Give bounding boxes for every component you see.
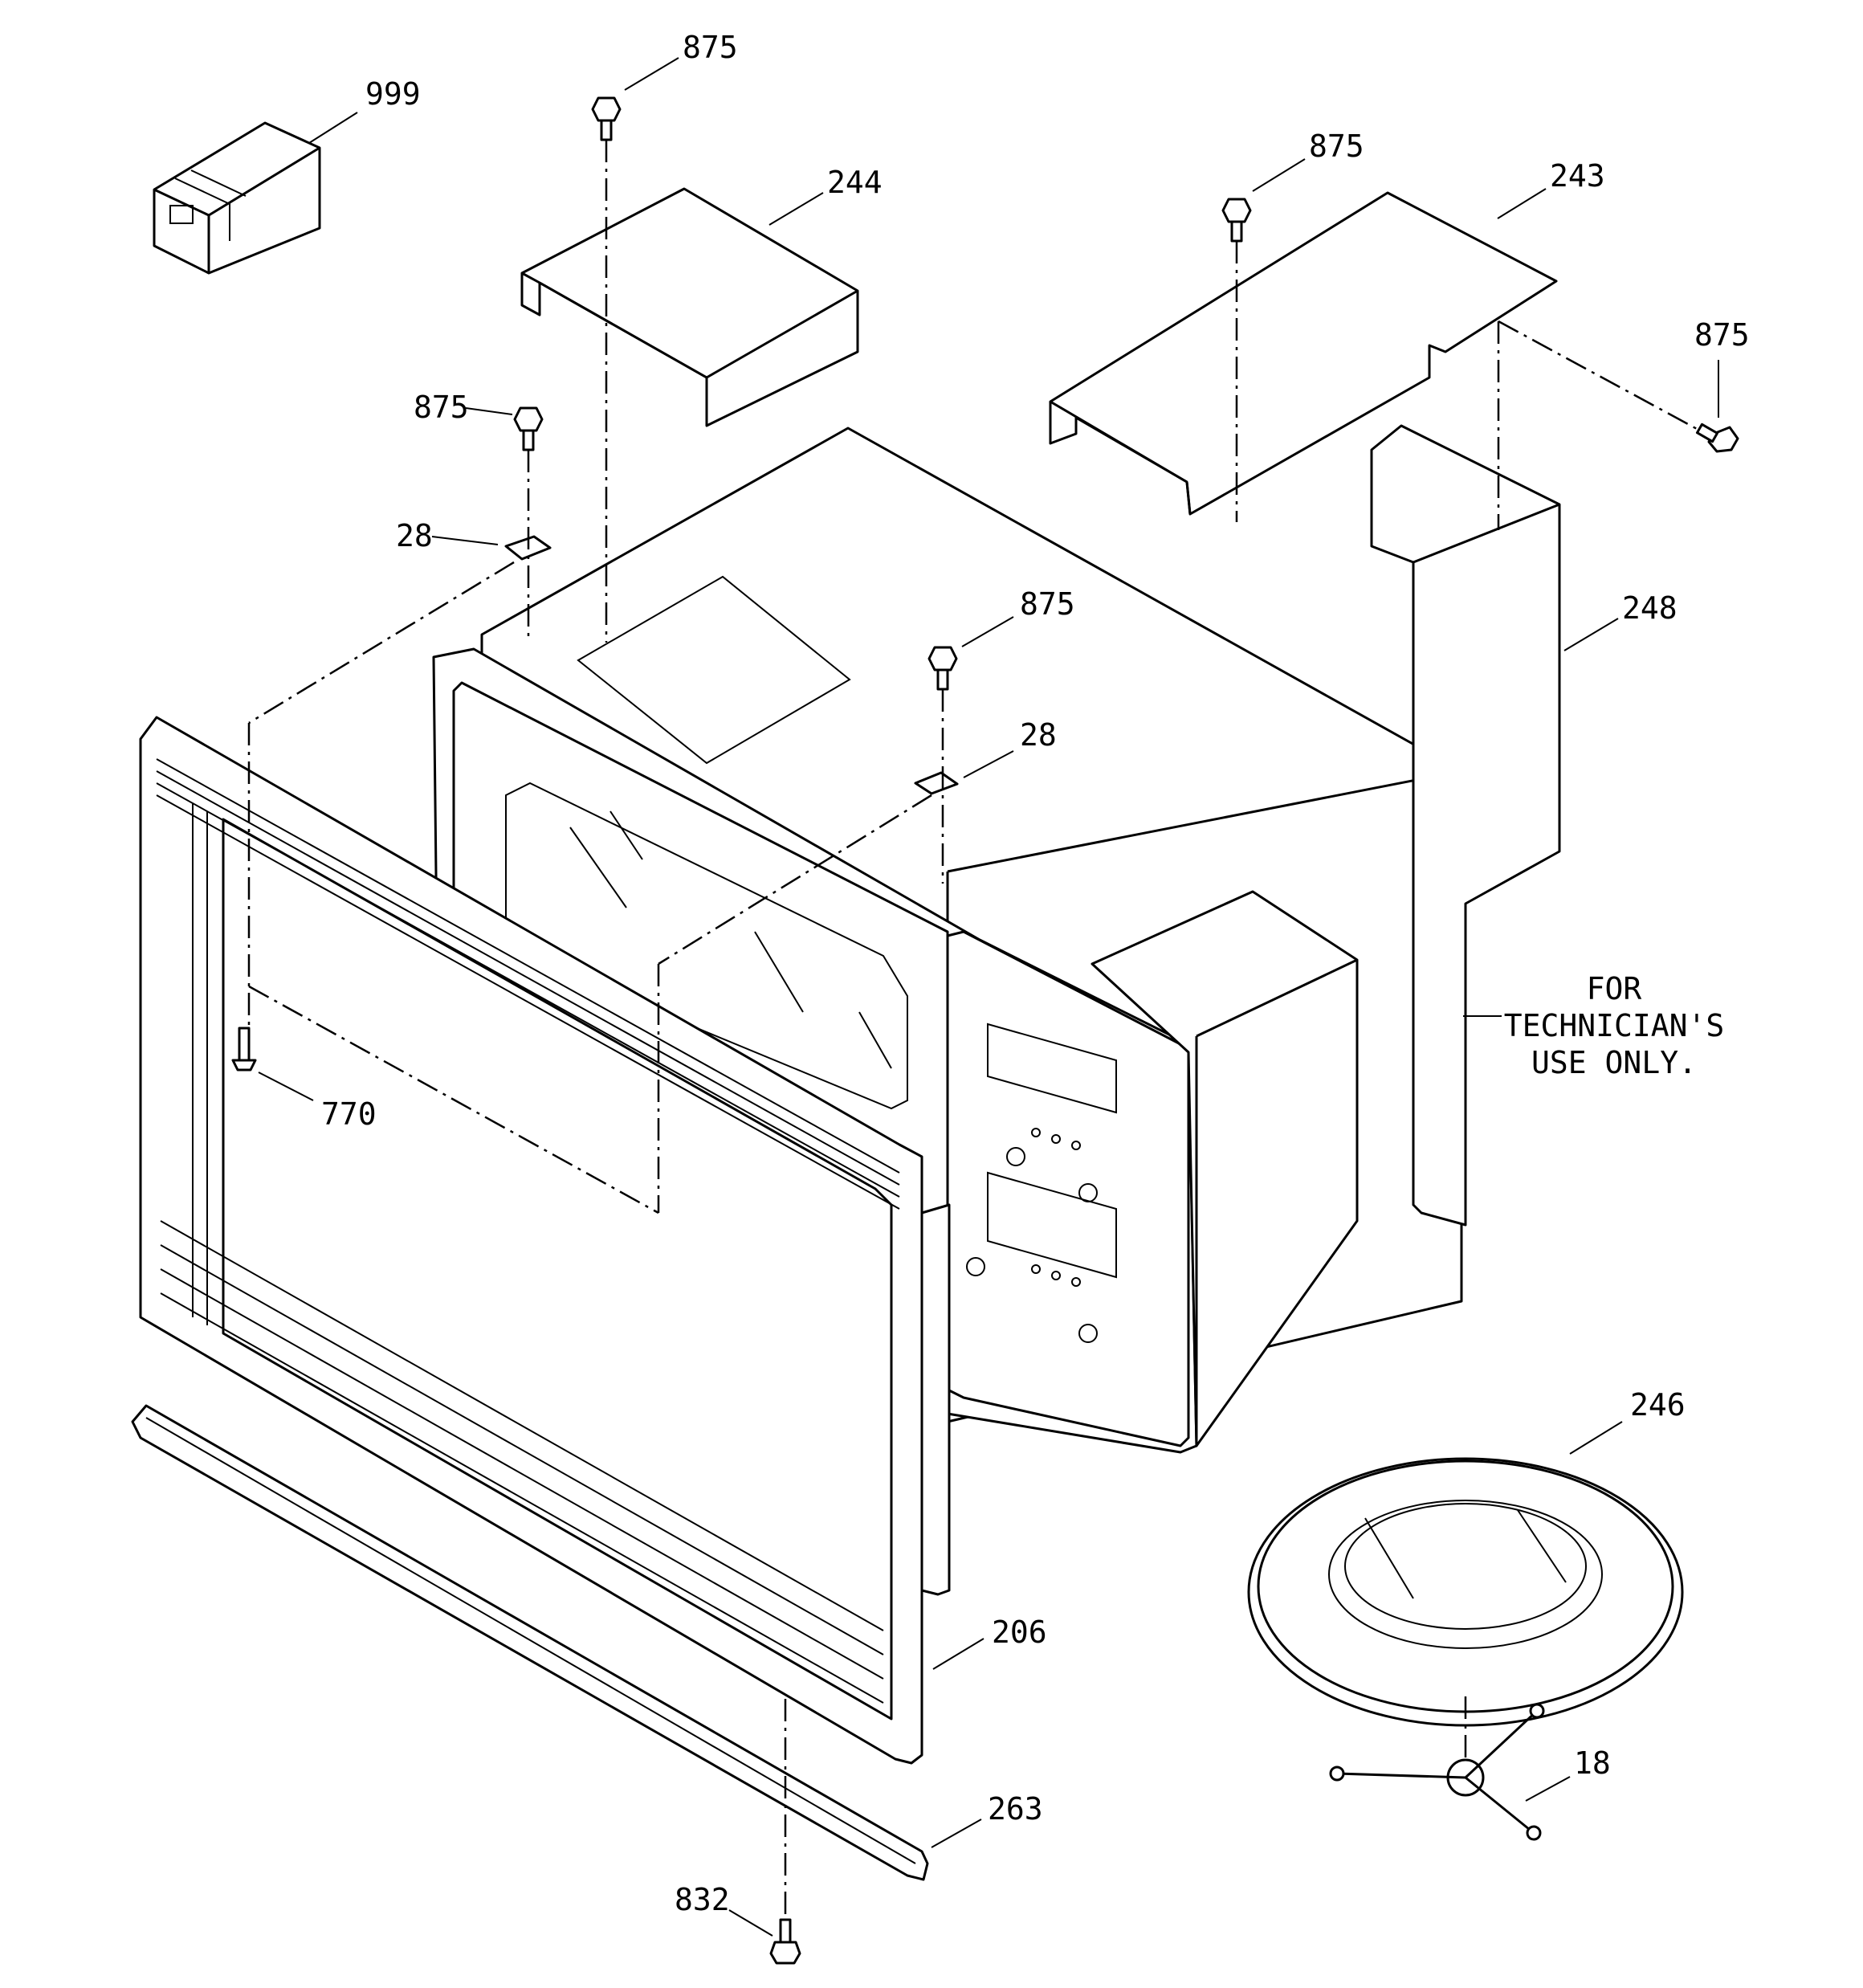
label-875-top-center: 875 bbox=[683, 30, 738, 65]
screw-icon bbox=[769, 1918, 801, 1965]
screw-icon bbox=[513, 406, 544, 451]
trim-frame-206 bbox=[139, 716, 951, 1765]
screw-icon bbox=[1695, 423, 1739, 453]
leader-lines bbox=[258, 57, 1719, 1937]
label-999: 999 bbox=[365, 76, 421, 112]
label-28-left: 28 bbox=[396, 518, 433, 553]
parts-box-999 bbox=[153, 121, 321, 275]
label-770: 770 bbox=[321, 1096, 377, 1132]
label-206: 206 bbox=[992, 1614, 1047, 1650]
label-28-center: 28 bbox=[1020, 717, 1057, 753]
screw-icon bbox=[231, 1027, 257, 1072]
duct-panel-248 bbox=[1370, 424, 1561, 1227]
alignment-lines bbox=[247, 140, 1699, 1920]
roller-coupler-18 bbox=[1329, 1703, 1545, 1841]
label-263: 263 bbox=[988, 1791, 1043, 1827]
turntable-tray-246 bbox=[1247, 1457, 1684, 1727]
label-246: 246 bbox=[1630, 1387, 1686, 1423]
keypad-buttons bbox=[966, 1128, 1098, 1343]
screw-icon bbox=[591, 96, 622, 141]
callout-labels: 999 875 244 875 243 875 875 28 875 28 24… bbox=[321, 30, 1750, 1917]
label-875-top-right: 875 bbox=[1309, 129, 1364, 164]
label-875-far-right: 875 bbox=[1694, 317, 1750, 353]
note-line-1: FOR bbox=[1587, 971, 1642, 1006]
cover-243 bbox=[1049, 191, 1558, 516]
bracket-28-center bbox=[914, 771, 959, 795]
label-18: 18 bbox=[1574, 1745, 1611, 1781]
note-line-3: USE ONLY. bbox=[1531, 1045, 1697, 1080]
label-832: 832 bbox=[675, 1882, 730, 1917]
label-244: 244 bbox=[827, 165, 883, 200]
bottom-trim-263 bbox=[131, 1404, 929, 1881]
technician-note: FOR TECHNICIAN'S USE ONLY. bbox=[1504, 971, 1725, 1080]
label-875-left: 875 bbox=[414, 390, 469, 425]
note-line-2: TECHNICIAN'S bbox=[1504, 1008, 1725, 1043]
screw-icon bbox=[927, 646, 958, 691]
cover-244 bbox=[520, 187, 859, 427]
label-875-center: 875 bbox=[1020, 586, 1075, 622]
label-248: 248 bbox=[1622, 590, 1678, 626]
screw-icon bbox=[1221, 198, 1252, 243]
label-243: 243 bbox=[1550, 158, 1605, 194]
